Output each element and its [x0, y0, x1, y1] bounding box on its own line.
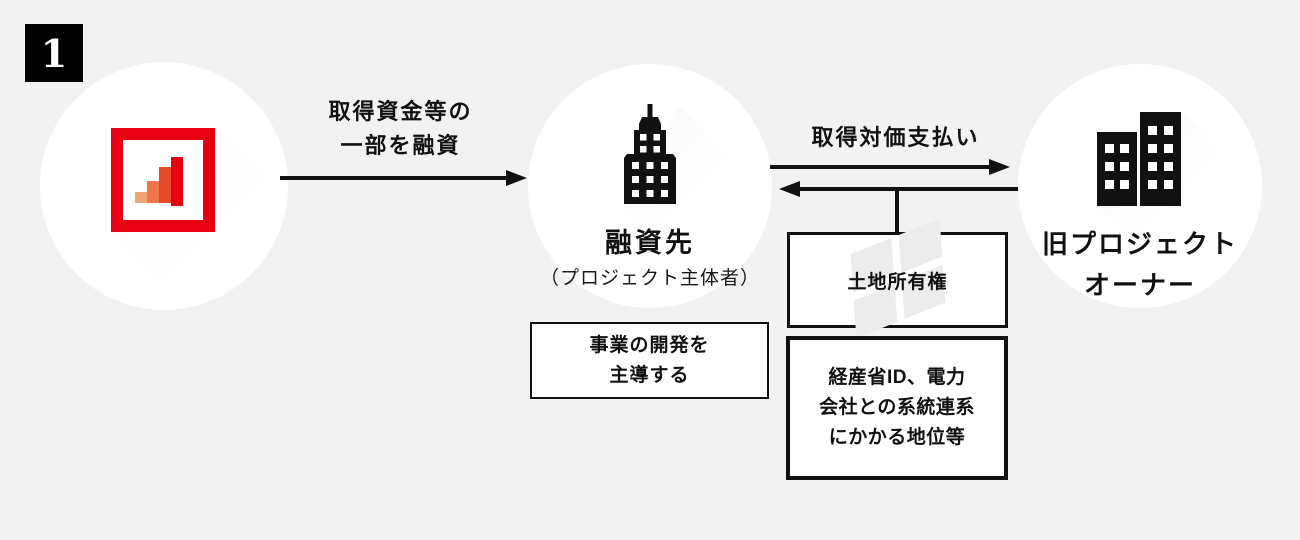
transfer-connector-line	[895, 189, 899, 233]
transfer-arrow-head	[779, 180, 800, 197]
transfer-arrow-line	[798, 187, 1020, 191]
borrower-role-line2: 主導する	[609, 364, 690, 386]
loan-label-line1: 取得資金等の	[328, 99, 473, 124]
borrower-subtitle: （プロジェクト主体者）	[539, 268, 760, 289]
old-owner-title-line2: オーナー	[1083, 270, 1196, 300]
land-rights-label: 土地所有権	[847, 271, 948, 293]
land-rights-box: 土地所有権	[787, 218, 1008, 339]
lender-node	[40, 62, 288, 310]
old-owner-title-line1: 旧プロジェクト	[1041, 229, 1238, 259]
payment-arrow-label: 取得対価支払い	[811, 125, 980, 150]
borrower-title: 融資先	[605, 228, 695, 258]
step-number-badge: 1	[25, 24, 83, 82]
two-buildings-icon	[1097, 112, 1181, 206]
loan-arrow-head	[506, 169, 527, 186]
borrower-role-box: 事業の開発を 主導する	[530, 322, 769, 399]
meti-line2: 会社との系統連系	[819, 397, 975, 418]
old-owner-node	[1018, 64, 1262, 308]
meti-line1: 経産省ID、電力	[828, 367, 966, 388]
borrower-node	[528, 64, 772, 308]
meti-status-box: 経産省ID、電力 会社との系統連系 にかかる地位等	[786, 336, 1008, 480]
payment-arrow-line	[770, 165, 990, 169]
logo-bars	[135, 157, 183, 206]
borrower-role-line1: 事業の開発を	[589, 334, 710, 356]
loan-arrow-label: 取得資金等の 一部を融資	[283, 95, 518, 163]
loan-arrow-line	[280, 176, 507, 180]
old-owner-title: 旧プロジェクト オーナー	[1015, 224, 1265, 306]
meti-line3: にかかる地位等	[828, 427, 966, 448]
payment-arrow-head	[989, 158, 1010, 175]
bar-chart-logo-icon	[111, 128, 215, 232]
loan-label-line2: 一部を融資	[340, 133, 461, 158]
office-building-icon	[624, 104, 676, 204]
